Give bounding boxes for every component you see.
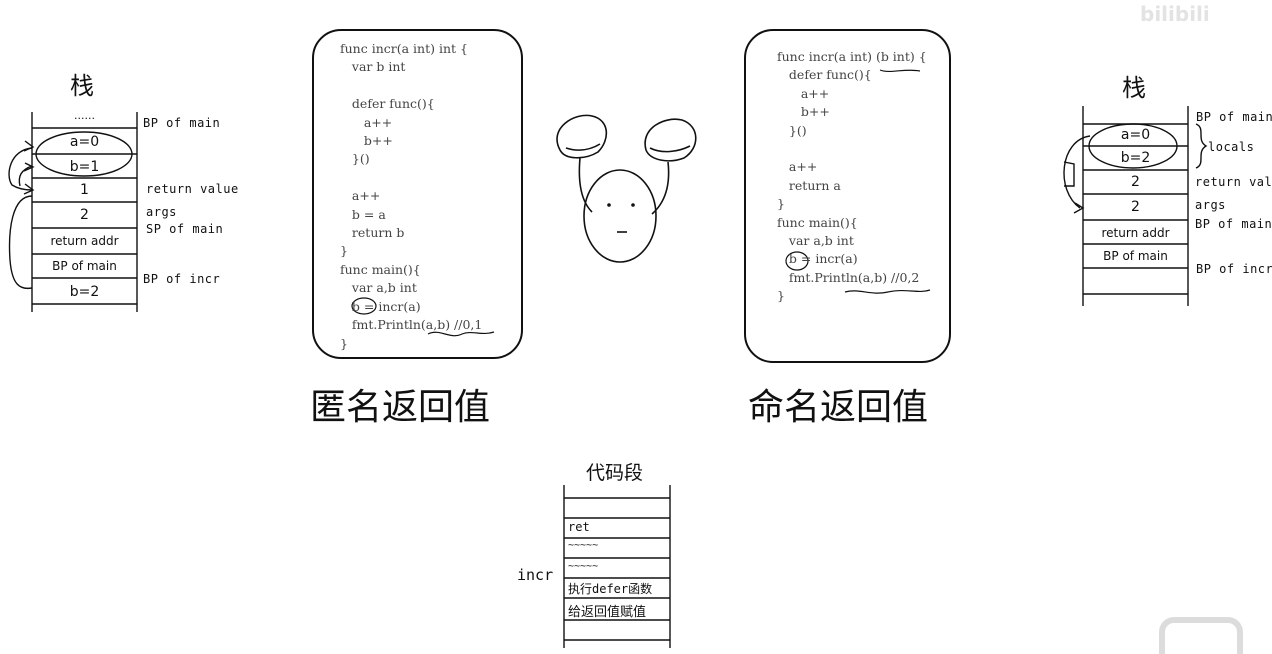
right-stack-title: 栈	[1122, 74, 1146, 102]
watermark: bilibili	[1140, 2, 1210, 26]
code-anonymous-return: func incr(a int) int { var b int defer f…	[340, 41, 483, 351]
left-side-label: args	[146, 205, 177, 219]
right-side-label: args	[1195, 198, 1226, 212]
right-side-label: BP of incr	[1196, 262, 1272, 276]
code-segment-row: 给返回值赋值	[568, 605, 647, 620]
right-stack-cell: a=0	[1120, 127, 1151, 143]
left-stack-title: 栈	[70, 72, 94, 100]
right-stack-cell: return addr	[1101, 226, 1170, 240]
code-segment-row: ~~~~~	[568, 561, 599, 572]
left-stack-cell: b=1	[69, 159, 100, 175]
title-anonymous-return: 匿名返回值	[310, 387, 491, 428]
left-side-label: SP of main	[146, 222, 224, 236]
right-side-label: BP of main	[1196, 110, 1272, 124]
code-segment-row: 执行defer函数	[568, 582, 653, 596]
left-stack-cell: b=2	[69, 284, 100, 300]
code-segment-row: ret	[568, 520, 590, 534]
left-stack-cell: BP of main	[52, 259, 117, 273]
left-stack-cell: 2	[80, 207, 89, 223]
left-stack-cell: a=0	[69, 134, 100, 150]
code-segment-row: ~~~~~	[568, 540, 599, 551]
right-stack-cell: 2	[1131, 199, 1140, 215]
left-side-label: return value	[146, 182, 239, 196]
right-side-label: locals	[1208, 140, 1255, 154]
right-side-label: return value	[1195, 175, 1272, 189]
right-side-label: BP of main	[1195, 217, 1272, 231]
title-named-return: 命名返回值	[748, 387, 929, 428]
right-stack-cell: BP of main	[1103, 249, 1168, 263]
left-side-label: BP of main	[143, 116, 221, 130]
right-stack-cell: b=2	[1120, 150, 1151, 166]
code-segment-function-label: incr	[517, 566, 554, 584]
left-stack-cell: return addr	[50, 234, 119, 248]
code-named-return: func incr(a int) (b int) { defer func(){…	[777, 49, 927, 304]
right-stack-cell: 2	[1131, 174, 1140, 190]
left-stack-cell: ......	[74, 109, 95, 122]
left-side-label: BP of incr	[143, 272, 221, 286]
code-segment-title: 代码段	[586, 462, 644, 484]
play-icon	[1159, 617, 1243, 654]
left-stack-cell: 1	[80, 182, 89, 198]
